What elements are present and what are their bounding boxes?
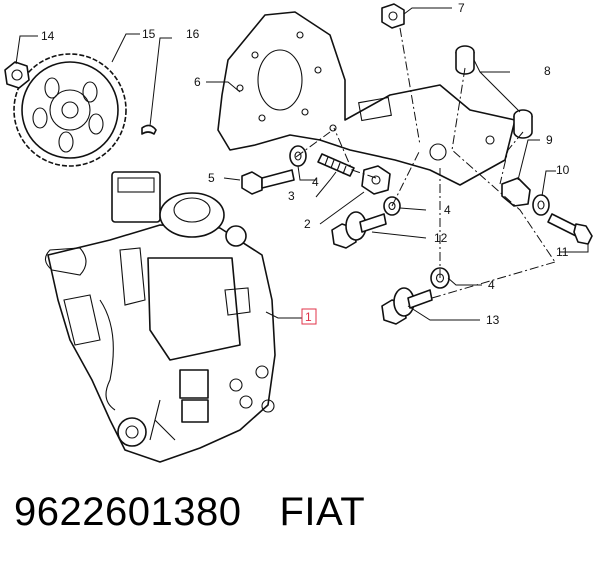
bolt-11 — [547, 213, 593, 245]
woodruff-key — [141, 124, 157, 135]
callout-1: 1 — [305, 310, 312, 324]
callout-12: 12 — [434, 231, 448, 245]
washer-right — [532, 194, 550, 216]
callout-3: 3 — [288, 189, 295, 203]
callout-1-box — [301, 308, 317, 325]
brand-name: FIAT — [279, 490, 366, 534]
callout-4-mid: 4 — [444, 203, 451, 217]
leader-lines — [15, 7, 589, 321]
flange-bolt-12 — [331, 211, 387, 249]
spacer-upper — [455, 45, 475, 75]
timing-gear — [13, 53, 127, 167]
callout-13: 13 — [486, 313, 500, 327]
flange-bolt-5 — [241, 169, 295, 195]
part-caption: 9622601380 FIAT — [14, 490, 403, 535]
callout-16: 16 — [186, 27, 200, 41]
callout-6: 6 — [194, 75, 201, 89]
callout-4-upper: 4 — [312, 175, 319, 189]
assembly-lines — [295, 27, 556, 299]
callouts: 14 15 16 6 7 8 5 4 3 9 10 2 4 12 11 4 1 … — [41, 1, 570, 327]
injection-pump — [44, 171, 276, 463]
flange-bolt-13 — [381, 287, 433, 325]
part-number: 9622601380 — [14, 490, 242, 534]
callout-9: 9 — [546, 133, 553, 147]
callout-2: 2 — [304, 217, 311, 231]
callout-5: 5 — [208, 171, 215, 185]
callout-14: 14 — [41, 29, 55, 43]
top-nut — [381, 3, 405, 29]
callout-15: 15 — [142, 27, 156, 41]
callout-10: 10 — [556, 163, 570, 177]
sleeve — [501, 177, 531, 207]
stud-bolt — [317, 153, 355, 177]
exploded-parts-diagram: 14 15 16 6 7 8 5 4 3 9 10 2 4 12 11 4 1 … — [4, 1, 593, 463]
callout-8: 8 — [544, 64, 551, 78]
callout-7: 7 — [458, 1, 465, 15]
gear-nut — [4, 61, 30, 89]
spacer-lower — [513, 109, 533, 139]
mounting-bracket — [217, 11, 516, 186]
callout-11: 11 — [556, 245, 569, 259]
callout-4-lower: 4 — [488, 278, 495, 292]
hex-nut-2 — [361, 165, 391, 195]
